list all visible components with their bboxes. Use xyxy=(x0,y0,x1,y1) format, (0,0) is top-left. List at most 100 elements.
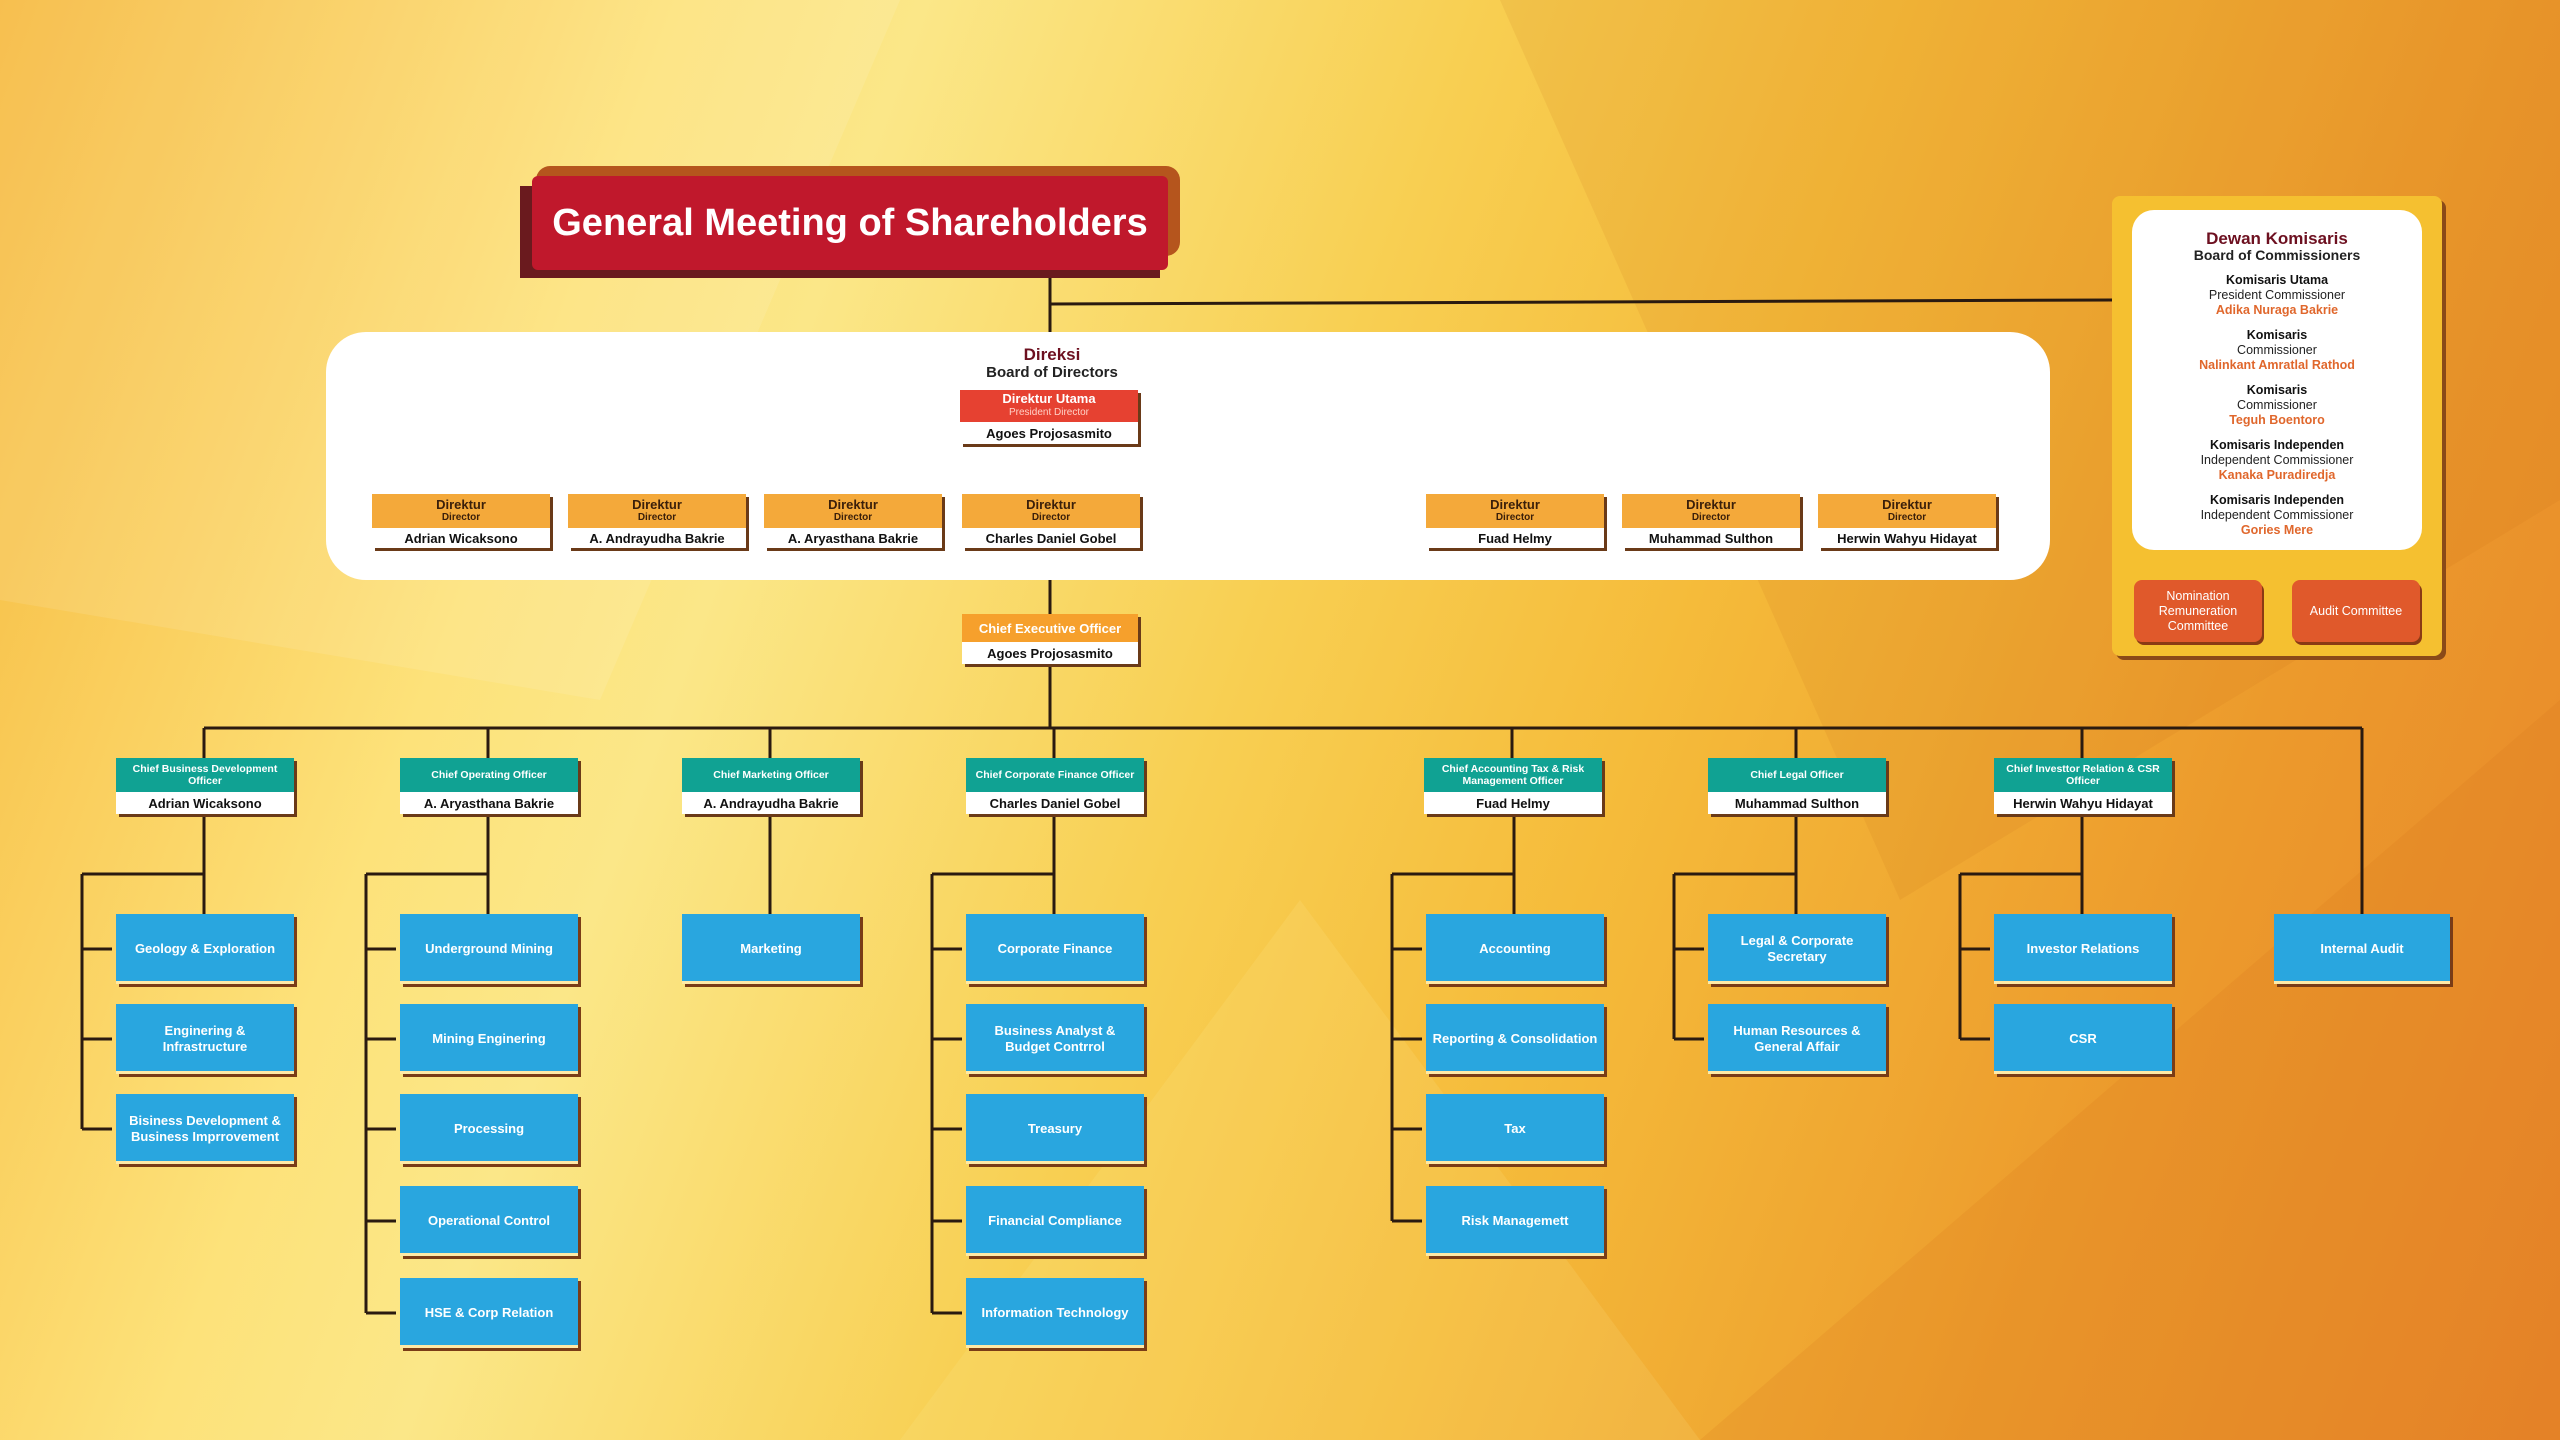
director-role: Direktur xyxy=(632,497,682,512)
chief-box: Chief Legal Officer Muhammad Sulthon xyxy=(1708,758,1886,814)
unit-box: Human Resources & General Affair xyxy=(1708,1004,1886,1074)
unit-box: Underground Mining xyxy=(400,914,578,984)
chief-role: Chief Operating Officer xyxy=(400,758,578,792)
director-role-en: Director xyxy=(1495,512,1535,523)
director-name: A. Andrayudha Bakrie xyxy=(568,528,746,548)
unit-box: Legal & Corporate Secretary xyxy=(1708,914,1886,984)
director-role: Direktur xyxy=(436,497,486,512)
unit-box: CSR xyxy=(1994,1004,2172,1074)
chief-name: A. Andrayudha Bakrie xyxy=(682,792,860,814)
chief-role: Chief Marketing Officer xyxy=(682,758,860,792)
commissioner-name: Kanaka Puradiredja xyxy=(2218,468,2336,482)
director-role-en: Director xyxy=(833,512,873,523)
commissioner-name: Adika Nuraga Bakrie xyxy=(2215,303,2339,317)
director-role: Direktur xyxy=(1026,497,1076,512)
chief-role: Chief Accounting Tax & Risk Management O… xyxy=(1424,758,1602,792)
ceo-box: Chief Executive Officer Agoes Projosasmi… xyxy=(962,614,1138,664)
president-director-name: Agoes Projosasmito xyxy=(960,422,1138,444)
unit-box: Enginering & Infrastructure xyxy=(116,1004,294,1074)
directors-title-id: Direksi xyxy=(1023,345,1081,364)
chief-role: Chief Investtor Relation & CSR Officer xyxy=(1994,758,2172,792)
directors-title: Direksi Board of Directors xyxy=(870,346,1234,382)
nomination-committee-box: Nomination Remuneration Committee xyxy=(2134,580,2262,642)
unit-box: Marketing xyxy=(682,914,860,984)
unit-box: Operational Control xyxy=(400,1186,578,1256)
unit-box: Risk Managemett xyxy=(1426,1186,1604,1256)
president-director-role: Direktur Utama xyxy=(1002,391,1096,406)
commissioner-name: Gories Mere xyxy=(2240,523,2314,537)
director-role-en: Director xyxy=(441,512,481,523)
director-role: Direktur xyxy=(828,497,878,512)
president-director-box: Direktur Utama President Director Agoes … xyxy=(960,390,1138,444)
director-role: Direktur xyxy=(1882,497,1932,512)
chief-name: Herwin Wahyu Hidayat xyxy=(1994,792,2172,814)
commissioner-name: Nalinkant Amratlal Rathod xyxy=(2199,358,2355,372)
gms-title: General Meeting of Shareholders xyxy=(532,176,1168,270)
chief-box: Chief Investtor Relation & CSR Officer H… xyxy=(1994,758,2172,814)
unit-box: Mining Enginering xyxy=(400,1004,578,1074)
unit-box: Accounting xyxy=(1426,914,1604,984)
chief-name: A. Aryasthana Bakrie xyxy=(400,792,578,814)
chief-role: Chief Legal Officer xyxy=(1708,758,1886,792)
unit-box: Reporting & Consolidation xyxy=(1426,1004,1604,1074)
unit-box: Tax xyxy=(1426,1094,1604,1164)
ceo-role: Chief Executive Officer xyxy=(962,614,1138,642)
chief-name: Fuad Helmy xyxy=(1424,792,1602,814)
chief-name: Adrian Wicaksono xyxy=(116,792,294,814)
ceo-name: Agoes Projosasmito xyxy=(962,642,1138,664)
commissioner-item: Komisaris Commissioner Nalinkant Amratla… xyxy=(2132,328,2422,373)
commissioner-name: Teguh Boentoro xyxy=(2229,413,2325,427)
president-director-role-en: President Director xyxy=(1008,407,1090,418)
commissioner-role-en: Commissioner xyxy=(2237,343,2317,357)
director-role-en: Director xyxy=(637,512,677,523)
commissioner-role: Komisaris xyxy=(2246,328,2308,342)
commissioners-title-en: Board of Commissioners xyxy=(2193,247,2361,263)
unit-box: Bisiness Development & Business Imprrove… xyxy=(116,1094,294,1164)
unit-box: Geology & Exploration xyxy=(116,914,294,984)
commissioner-role: Komisaris Utama xyxy=(2225,273,2329,287)
director-role-en: Director xyxy=(1691,512,1731,523)
unit-box: Business Analyst & Budget Contrrol xyxy=(966,1004,1144,1074)
director-role: Direktur xyxy=(1490,497,1540,512)
chief-box: Chief Corporate Finance Officer Charles … xyxy=(966,758,1144,814)
unit-box: HSE & Corp Relation xyxy=(400,1278,578,1348)
unit-box: Processing xyxy=(400,1094,578,1164)
commissioner-role: Komisaris Independen xyxy=(2209,438,2345,452)
unit-box: Financial Compliance xyxy=(966,1186,1144,1256)
commissioner-item: Komisaris Utama President Commissioner A… xyxy=(2132,273,2422,318)
unit-box: Corporate Finance xyxy=(966,914,1144,984)
directors-title-en: Board of Directors xyxy=(986,364,1118,381)
chief-role: Chief Business Development Officer xyxy=(116,758,294,792)
commissioner-role: Komisaris Independen xyxy=(2209,493,2345,507)
unit-box: Information Technology xyxy=(966,1278,1144,1348)
unit-box: Investor Relations xyxy=(1994,914,2172,984)
audit-committee-box: Audit Committee xyxy=(2292,580,2420,642)
chief-role: Chief Corporate Finance Officer xyxy=(966,758,1144,792)
commissioner-role: Komisaris xyxy=(2246,383,2308,397)
director-role-en: Director xyxy=(1887,512,1927,523)
chief-box: Chief Accounting Tax & Risk Management O… xyxy=(1424,758,1602,814)
chief-name: Muhammad Sulthon xyxy=(1708,792,1886,814)
commissioner-item: Komisaris Independen Independent Commiss… xyxy=(2132,493,2422,538)
commissioner-role-en: Independent Commissioner xyxy=(2200,508,2354,522)
director-role: Direktur xyxy=(1686,497,1736,512)
commissioner-role-en: Independent Commissioner xyxy=(2200,453,2354,467)
unit-box: Treasury xyxy=(966,1094,1144,1164)
director-name: Herwin Wahyu Hidayat xyxy=(1818,528,1996,548)
commissioners-title-id: Dewan Komisaris xyxy=(2206,229,2348,248)
chief-box: Chief Business Development Officer Adria… xyxy=(116,758,294,814)
commissioner-item: Komisaris Independen Independent Commiss… xyxy=(2132,438,2422,483)
director-name: Muhammad Sulthon xyxy=(1622,528,1800,548)
director-name: A. Aryasthana Bakrie xyxy=(764,528,942,548)
